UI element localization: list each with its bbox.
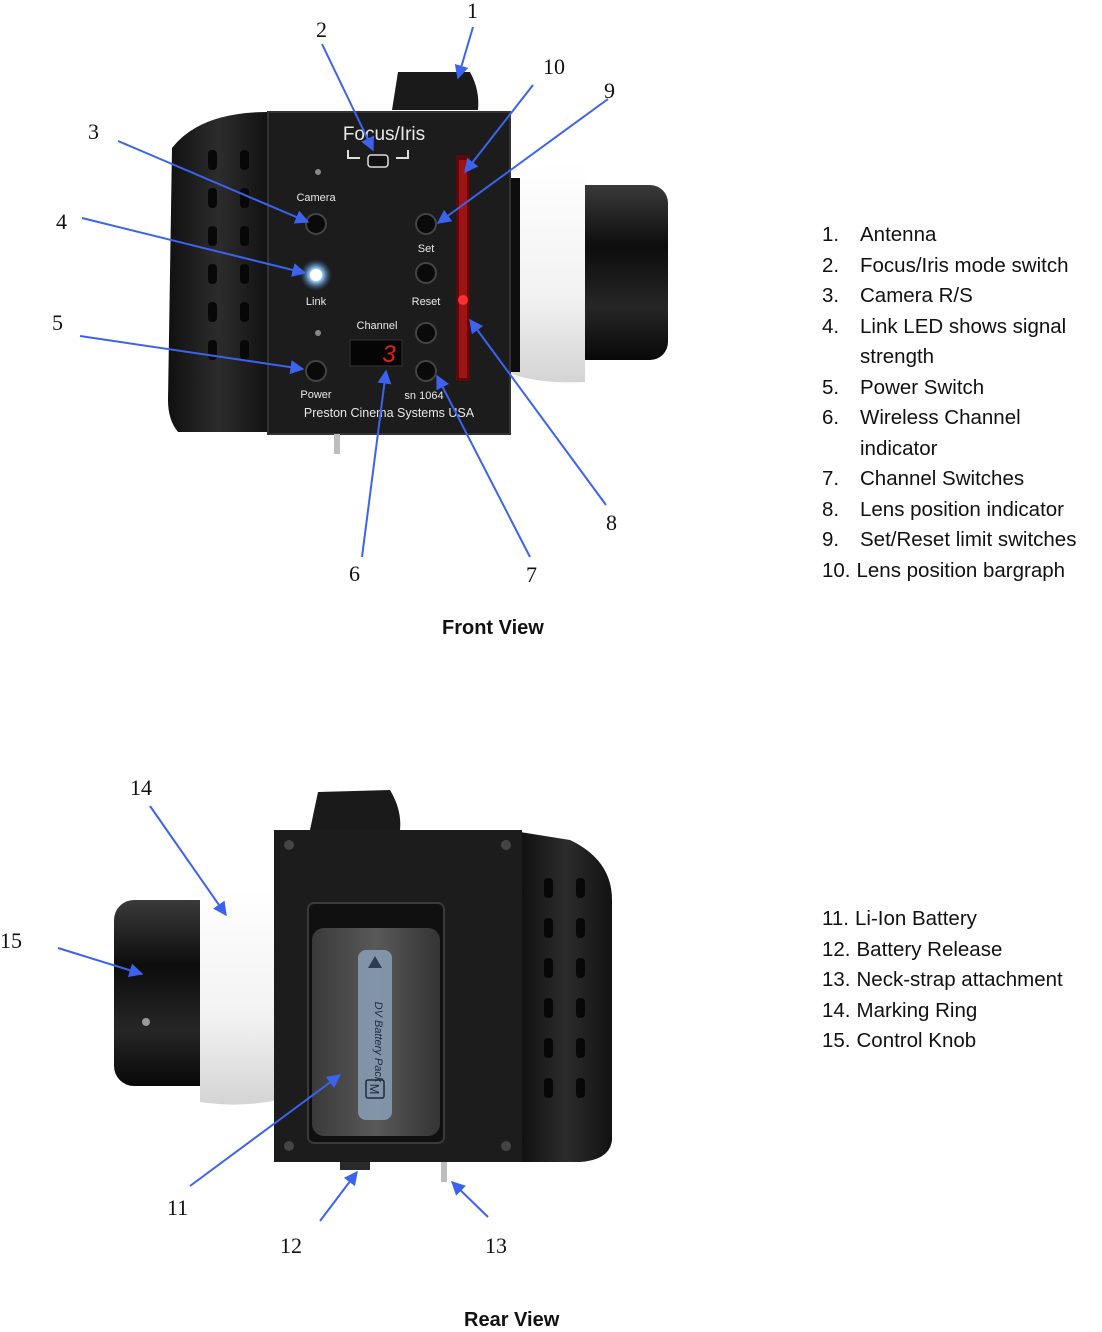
callout-4: 4 xyxy=(56,209,67,234)
battery-release xyxy=(340,1162,370,1170)
reset-label: Reset xyxy=(412,296,441,308)
callout-3: 3 xyxy=(88,119,99,144)
channel-display xyxy=(349,339,403,367)
legend-item: 2.Focus/Iris mode switch xyxy=(822,253,1069,277)
legend-item: 10.Lens position bargraph xyxy=(822,558,1066,582)
callout-10: 10 xyxy=(543,54,565,79)
set-button[interactable] xyxy=(415,213,437,235)
channel-value: 3 xyxy=(382,341,396,368)
rear-callout-numbers: 11 12 13 14 15 xyxy=(0,775,507,1258)
callout-1: 1 xyxy=(467,0,478,23)
legend-item: 6.Wireless Channel indicator xyxy=(822,406,1021,460)
legend-item: 7.Channel Switches xyxy=(822,467,1025,490)
legend-item: 13.Neck-strap attachment xyxy=(822,968,1063,991)
marking-ring-front xyxy=(512,161,585,383)
callout-6: 6 xyxy=(349,561,360,586)
front-view-caption: Front View xyxy=(442,617,544,639)
callout-14: 14 xyxy=(130,775,152,800)
marking-ring-rear xyxy=(200,887,278,1105)
callout-8: 8 xyxy=(606,510,617,535)
control-knob-rear xyxy=(114,900,226,1086)
control-knob-front xyxy=(568,185,668,360)
focus-iris-switch[interactable] xyxy=(367,154,389,168)
callout-9: 9 xyxy=(604,78,615,103)
antenna-front xyxy=(392,72,479,110)
antenna-rear xyxy=(310,790,401,830)
strap-pin-front xyxy=(334,434,340,454)
legend-item: 12.Battery Release xyxy=(822,937,1003,961)
callout-12: 12 xyxy=(280,1233,302,1258)
battery-badge: M xyxy=(367,1084,382,1095)
camera-button[interactable] xyxy=(305,213,327,235)
reset-button[interactable] xyxy=(415,262,437,284)
channel-up-button[interactable] xyxy=(415,322,437,344)
front-device: Focus/Iris Camera Link Power Set Reset C… xyxy=(168,72,668,454)
legend-item: 11.Li-Ion Battery xyxy=(822,907,977,930)
rear-device: DV Battery Pack M xyxy=(114,790,612,1182)
rear-callout-arrows xyxy=(57,805,489,1222)
channel-label: Channel xyxy=(357,320,398,332)
callout-7: 7 xyxy=(526,562,537,587)
set-label: Set xyxy=(418,243,435,255)
battery-text: DV Battery Pack xyxy=(372,1002,384,1083)
lens-position-led xyxy=(458,295,468,305)
callout-11: 11 xyxy=(167,1195,188,1220)
front-legend: 1.Antenna 2.Focus/Iris mode switch 3.Cam… xyxy=(822,220,1102,586)
legend-item: 8.Lens position indicator xyxy=(822,497,1064,521)
legend-item: 9.Set/Reset limit switches xyxy=(822,528,1077,551)
rear-legend: 11.Li-Ion Battery 12.Battery Release 13.… xyxy=(822,904,1102,1057)
callout-5: 5 xyxy=(52,310,63,335)
power-label: Power xyxy=(300,389,332,401)
callout-15: 15 xyxy=(0,928,22,953)
legend-item: 3.Camera R/S xyxy=(822,284,973,307)
legend-item: 15.Control Knob xyxy=(822,1029,977,1052)
legend-item: 14.Marking Ring xyxy=(822,998,978,1022)
legend-item: 5.Power Switch xyxy=(822,375,985,399)
power-button[interactable] xyxy=(305,360,327,382)
front-callout-numbers: 1 2 3 4 5 6 7 8 9 10 xyxy=(52,0,617,587)
maker-label: Preston Cinema Systems USA xyxy=(304,406,475,420)
callout-2: 2 xyxy=(316,17,327,42)
mode-label: Focus/Iris xyxy=(343,124,425,145)
rear-view-caption: Rear View xyxy=(464,1309,560,1331)
legend-item: 1.Antenna xyxy=(822,223,937,246)
front-callout-arrows xyxy=(79,26,609,558)
camera-label: Camera xyxy=(296,192,336,204)
callout-13: 13 xyxy=(485,1233,507,1258)
strap-pin-rear xyxy=(441,1162,447,1182)
channel-down-button[interactable] xyxy=(415,360,437,382)
serial-number: sn 1064 xyxy=(404,390,443,402)
legend-item: 4.Link LED shows signal strength xyxy=(822,314,1067,369)
link-label: Link xyxy=(306,296,327,308)
